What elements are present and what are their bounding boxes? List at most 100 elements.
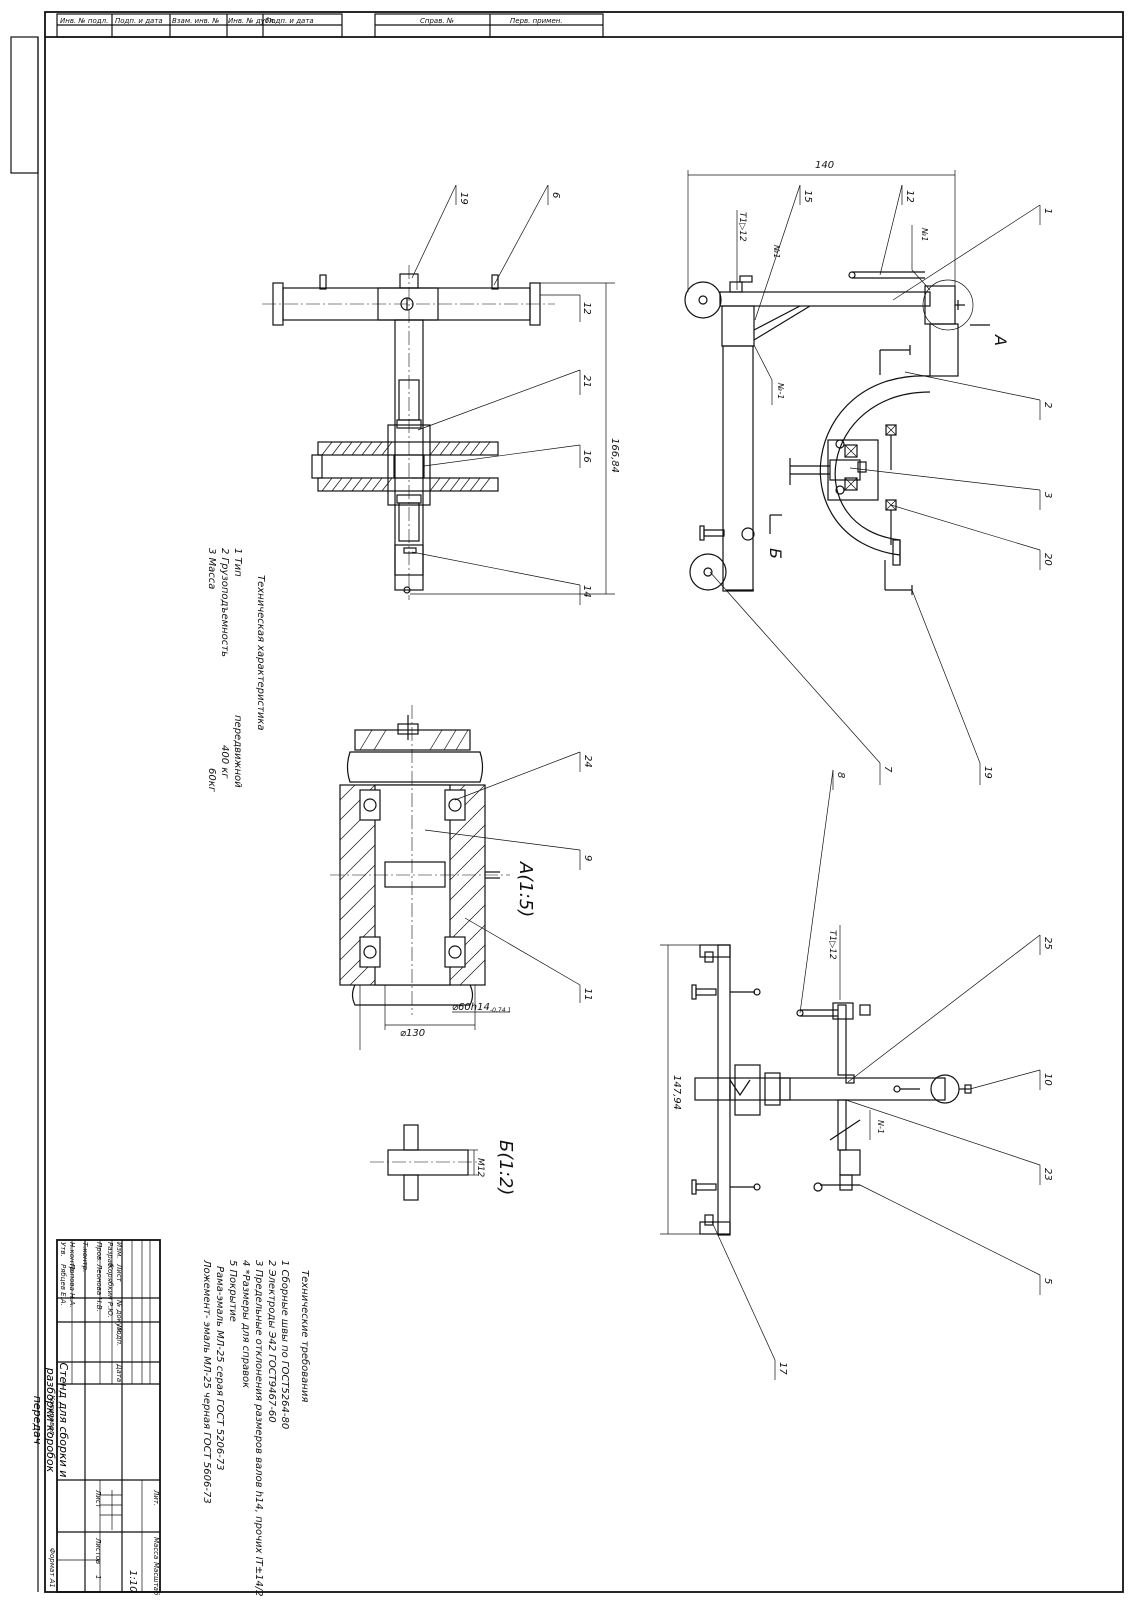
front-view-leaders: 15 12 1 2 3 20 19 7 (709, 184, 1053, 785)
part-25: 25 (1042, 937, 1053, 950)
weld-n1-e: N-1 (876, 1120, 885, 1134)
disc-hatch (321, 441, 491, 492)
part-8: 8 (835, 772, 846, 778)
top-view: 166,84 (262, 265, 620, 600)
tb-row-utv: Утв. (59, 1242, 67, 1257)
part-1: 1 (1042, 208, 1053, 214)
dim-d60: ⌀60h14 (452, 1002, 490, 1013)
tb-row-nkontr: Н.контр. (68, 1242, 76, 1273)
tb-letter-label: Лит. (152, 1489, 160, 1506)
dim-d130: ⌀130 (400, 1028, 425, 1039)
front-view: 140 (684, 160, 1010, 595)
view-mark-b: Б (766, 548, 785, 559)
dim-166: 166,84 (609, 438, 620, 473)
tb-copied: Копировал (48, 1395, 56, 1436)
part-21: 21 (581, 375, 592, 388)
weld-n1-b: №1 (920, 227, 929, 241)
part-2: 2 (1042, 402, 1053, 408)
tb-sheet-label: Лист (94, 1489, 102, 1509)
dim-140: 140 (815, 160, 834, 171)
part-12: 12 (581, 302, 592, 315)
tech-req-line-2: 2 Электроды Э42 ГОСТ9467-60 (266, 1260, 277, 1423)
tech-requirements: Технические требования 1 Сборные швы по … (201, 1259, 311, 1597)
tb-sheets-label: Листов (94, 1537, 102, 1564)
part-10: 10 (1042, 1073, 1053, 1086)
top-view-leaders: 19 6 12 21 16 14 (411, 184, 592, 605)
weld-n1-d: №-1 (776, 382, 785, 399)
tb-row-izm-doc: № докум. (115, 1299, 123, 1335)
tb-row-izm-sign: Подп. (115, 1325, 123, 1346)
stamp-inv-podl: Инв. № подл. (60, 17, 108, 25)
tech-char-line-1: 1 Тип (232, 548, 243, 577)
part-3: 3 (1042, 492, 1053, 498)
part-5: 5 (1042, 1278, 1053, 1284)
part-20: 20 (1042, 553, 1053, 566)
tb-row-tkontr: Т.контр. (81, 1242, 89, 1272)
tb-row-razrab-name: Корябкин Р.Ю. (106, 1264, 114, 1318)
part-13: 12 (904, 190, 915, 203)
part-14: 14 (581, 585, 592, 598)
part-9: 9 (582, 855, 593, 861)
tb-row-nkontr-name: Попова Н.А. (68, 1264, 76, 1308)
section-a-leaders: 24 9 11 (424, 751, 593, 1003)
part-7: 7 (882, 766, 893, 773)
tb-row-izm: Изм. (115, 1242, 123, 1258)
part-16: 16 (581, 450, 592, 463)
part-18: 19 (458, 192, 469, 205)
section-a: ⌀130 ⌀60h14 -0,74 1 А(1:5) (330, 705, 536, 1050)
weld-mark-1: Т1▷12 (737, 212, 747, 242)
section-a-title: А(1:5) (515, 861, 536, 917)
tb-sheets-value: 1 (94, 1575, 102, 1579)
part-17: 17 (777, 1362, 788, 1375)
stamp-vzam-inv: Взам. инв. № (172, 17, 220, 25)
dim-m12: М12 (475, 1158, 485, 1177)
tech-req-line-6: Рама-эмаль МЛ-25 серая ГОСТ 5206-73 (214, 1266, 225, 1471)
tech-req-title: Технические требования (299, 1270, 311, 1402)
dim-147: 147,94 (671, 1075, 682, 1110)
tech-char-value-3: 60кг (206, 768, 217, 793)
tech-req-line-7: Ложемент- эмаль МЛ-25 черная ГОСТ 5606-7… (201, 1259, 212, 1504)
stamp-perv-primen: Перв. примен. (510, 17, 563, 25)
tb-scale-value: 1:10 (127, 1570, 138, 1592)
tech-req-line-5: 5 Покрытие (227, 1260, 238, 1322)
part-15: 15 (802, 190, 813, 203)
stamp-inv-dubl: Инв. № дубл. (228, 17, 276, 25)
dim-d60-tol: -0,74 1 (490, 1007, 511, 1014)
section-b: М12 Б(1:2) (370, 1124, 516, 1201)
weld-mark-2: Т1▷12 (827, 930, 837, 960)
tech-char-line-2: 2 Грузоподъемность (219, 548, 230, 657)
title-block: Изм. Лист № докум. Подп. Дата Разраб. Ко… (31, 1239, 161, 1596)
side-view: 147,94 Т1▷12 N-1 (660, 925, 972, 1236)
tb-row-utv-name: Рябцев Е.А. (59, 1264, 67, 1306)
tb-row-prov-name: Леонова Н.В. (95, 1263, 103, 1312)
section-b-title: Б(1:2) (495, 1140, 516, 1195)
drawing-frame (10, 11, 1124, 1593)
part-11: 11 (582, 988, 593, 1001)
tech-char-value-2: 400 кг (219, 745, 230, 779)
view-mark-a: А (991, 334, 1010, 346)
tb-scale-label: Масштаб (152, 1562, 160, 1596)
stamp-podp-data-1: Подп. и дата (115, 17, 163, 25)
tb-row-razrab: Разраб. (106, 1242, 114, 1270)
tech-req-line-3: 3 Предельные отклонения размеров валов h… (253, 1260, 264, 1597)
tech-req-line-1: 1 Сборные швы по ГОСТ5264-80 (279, 1260, 291, 1429)
weld-n1-a: №1 (772, 244, 781, 258)
part-23: 23 (1042, 1168, 1053, 1181)
tech-req-line-4: 4 *Размеры для справок (240, 1260, 251, 1388)
side-view-leaders: 8 25 10 23 5 17 (711, 769, 1053, 1380)
tech-char-title: Техническая характеристика (255, 575, 266, 731)
tech-characteristic: Техническая характеристика 1 Тип 2 Грузо… (206, 548, 266, 793)
part-19: 19 (982, 766, 993, 779)
tb-row-prov: Пров. (95, 1242, 103, 1262)
stamp-sprav: Справ. № (420, 17, 454, 25)
part-24: 24 (582, 755, 593, 768)
stamp-podp-data-2: Подп. и дата (266, 17, 314, 25)
tech-char-value-1: передвижной (232, 715, 243, 788)
part-6: 6 (550, 192, 561, 198)
tech-char-line-3: 3 Масса (206, 548, 217, 589)
tb-row-izm-list: Лист (115, 1263, 123, 1283)
top-stamp-block: Инв. № подл. Подп. и дата Взам. инв. № И… (56, 13, 604, 38)
tb-format: Формат А1 (48, 1548, 56, 1588)
housing-hatch (339, 784, 486, 986)
